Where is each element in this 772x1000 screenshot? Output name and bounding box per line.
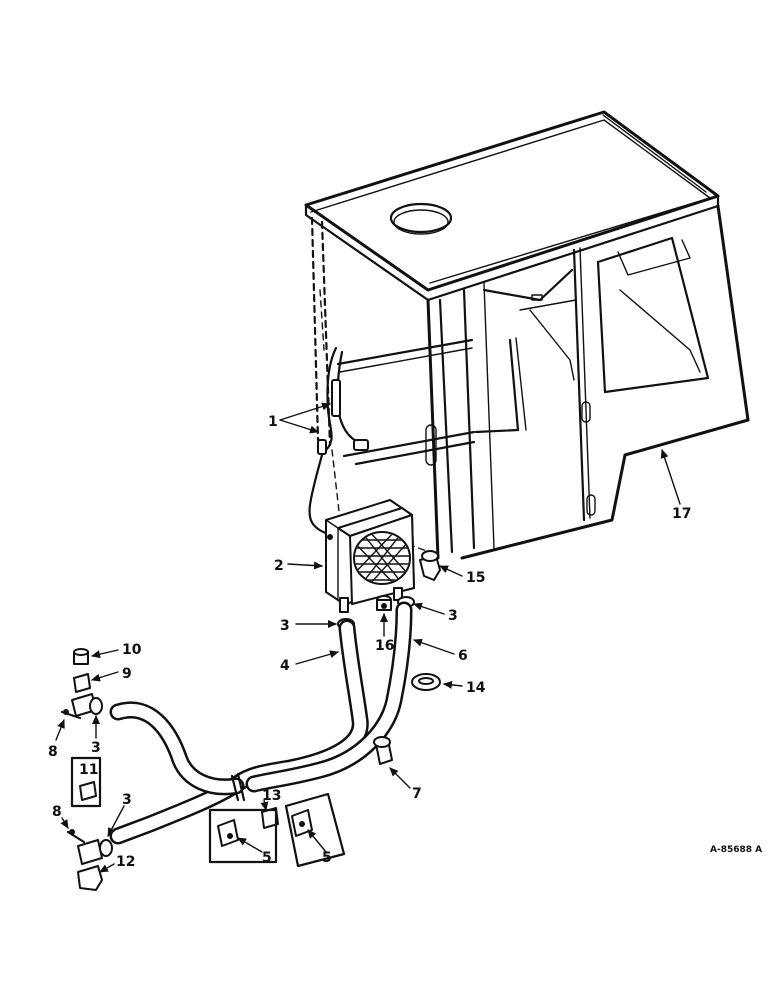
callout-8-upper: 8 xyxy=(48,744,58,760)
hose-icon xyxy=(109,601,413,845)
callout-3-lower-left: 3 xyxy=(122,792,132,808)
callout-1: 1 xyxy=(268,414,278,430)
callout-leaders xyxy=(55,402,681,873)
callout-13: 13 xyxy=(262,788,281,804)
callout-3-left: 3 xyxy=(280,618,290,634)
callout-11: 11 xyxy=(79,762,98,778)
callout-12: 12 xyxy=(116,854,135,870)
heater-unit-icon xyxy=(325,499,415,613)
callout-7: 7 xyxy=(412,786,422,802)
callout-6: 6 xyxy=(458,648,468,664)
grommet-icon xyxy=(411,673,441,691)
callout-5-left: 5 xyxy=(262,850,272,866)
callout-10: 10 xyxy=(122,642,142,658)
callout-15: 15 xyxy=(466,570,485,586)
callout-8-lower: 8 xyxy=(52,804,62,820)
valve-icon xyxy=(60,648,113,891)
callout-14: 14 xyxy=(466,680,486,696)
callout-4: 4 xyxy=(280,658,290,674)
callout-16: 16 xyxy=(375,638,394,654)
cab-frame-icon xyxy=(304,110,750,560)
clamp-bracket-icon xyxy=(373,736,393,765)
callout-5-right: 5 xyxy=(322,850,332,866)
callout-3-upper-left: 3 xyxy=(91,740,101,756)
elbow-fitting-icon xyxy=(419,550,441,581)
callout-17: 17 xyxy=(672,506,691,522)
callout-2: 2 xyxy=(274,558,284,574)
fitting-icon xyxy=(376,595,392,611)
callout-labels: 1 2 15 3 3 16 4 6 14 7 10 9 8 3 11 3 8 1… xyxy=(48,414,691,870)
callout-9: 9 xyxy=(122,666,132,682)
reference-code: A-85688 A xyxy=(710,845,762,855)
callout-3-right: 3 xyxy=(448,608,458,624)
